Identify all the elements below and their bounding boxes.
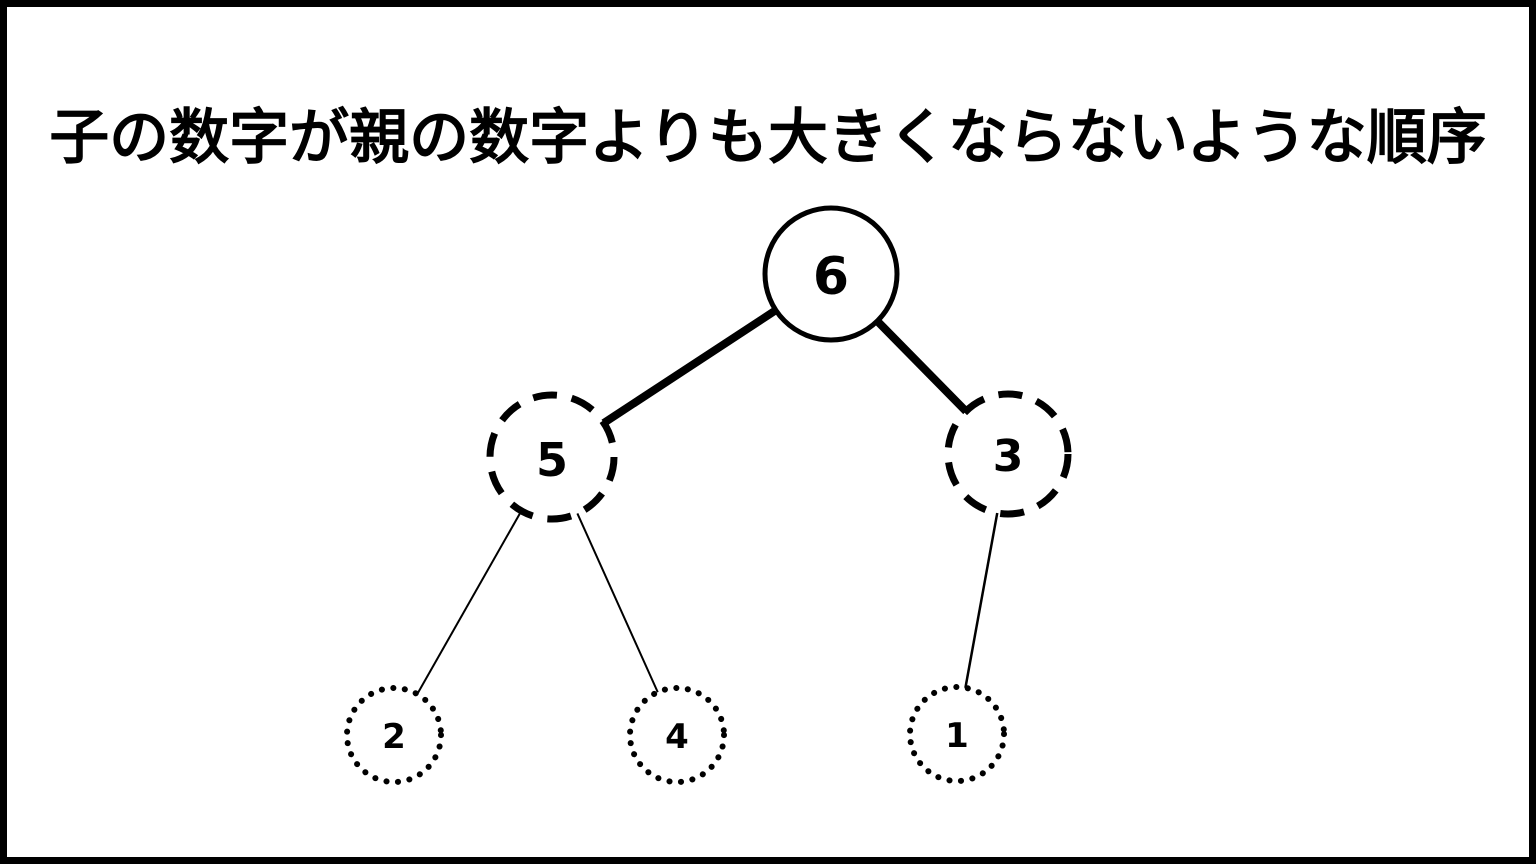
tree-node-4: 4 — [627, 685, 727, 785]
tree-node-5: 5 — [486, 391, 618, 523]
node-label-1: 1 — [945, 716, 969, 756]
node-label-2: 2 — [382, 717, 406, 757]
node-circle-2 — [344, 685, 444, 785]
node-circle-3 — [944, 390, 1072, 518]
node-circle-6 — [762, 205, 900, 343]
tree-node-1: 1 — [907, 684, 1007, 784]
tree-node-6: 6 — [762, 205, 900, 343]
page-title: 子の数字が親の数字よりも大きくならないような順序 — [49, 103, 1487, 173]
node-circle-4 — [627, 685, 727, 785]
tree-node-2: 2 — [344, 685, 444, 785]
node-label-4: 4 — [665, 717, 689, 757]
node-circle-5 — [486, 391, 618, 523]
tree-node-3: 3 — [944, 390, 1072, 518]
node-label-6: 6 — [813, 247, 849, 307]
node-label-5: 5 — [536, 433, 568, 487]
node-label-3: 3 — [993, 431, 1024, 482]
node-circle-1 — [907, 684, 1007, 784]
heap-tree-diagram: 6 5 3 2 4 1 — [344, 205, 1072, 785]
